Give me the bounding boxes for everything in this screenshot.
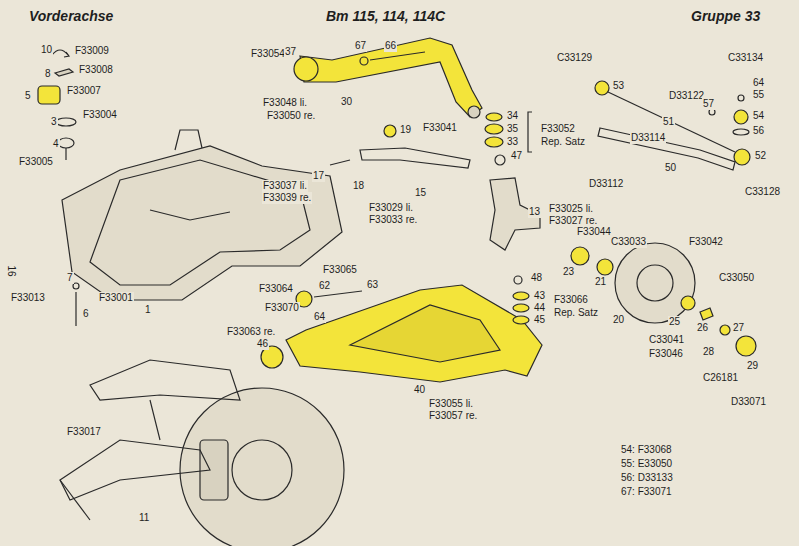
part-label: F33054 [250,48,286,60]
part-label: F33052 [540,123,576,135]
header-text: Gruppe 33 [690,8,761,25]
part-label: F33037 li. [262,180,308,192]
part-label: 56: D33133 [620,472,674,484]
part-label: F33017 [66,426,102,438]
part-label: 51 [662,116,675,128]
part-label: C33033 [610,236,647,248]
part-label: 48 [530,272,543,284]
part-label: 45 [533,314,546,326]
part-label: 23 [562,266,575,278]
part-label: 40 [413,384,426,396]
part-label: 55: E33050 [620,458,673,470]
part-label: D33122 [668,90,705,102]
part-label: 63 [366,279,379,291]
part-label: 57 [702,98,715,110]
part-label: 44 [533,302,546,314]
header-text: Bm 115, 114, 114C [325,8,446,25]
part-label: Rep. Satz [540,136,586,148]
part-label: 18 [352,180,365,192]
part-label: 33 [506,136,519,148]
part-label: 6 [82,308,90,320]
part-label: F33070 [264,302,300,314]
part-label: 56 [752,125,765,137]
part-label: F33064 [258,283,294,295]
part-label: 34 [506,110,519,122]
part-label: 20 [612,314,625,326]
part-label: 37 [284,46,297,58]
page-number: 16 [5,264,17,277]
part-label: 35 [506,123,519,135]
part-label: 53 [612,80,625,92]
page-title: Vorderachse [28,8,114,25]
part-label: Rep. Satz [553,307,599,319]
part-label: 52 [754,150,767,162]
part-label: 3 [50,116,58,128]
part-label: 28 [702,346,715,358]
part-label: D33114 [630,132,666,144]
part-label: F33039 re. [262,192,312,204]
part-label: F33065 [322,264,358,276]
part-label: F33042 [688,236,724,248]
part-label: F33029 li. [368,202,414,214]
part-label: 19 [399,124,412,136]
part-label: F33013 [10,292,46,304]
part-label: 55 [752,89,765,101]
part-label: F33009 [74,45,110,57]
part-label: F33044 [576,226,612,238]
part-label: C26181 [702,372,739,384]
part-label: F33046 [648,348,684,360]
part-label: 64 [313,311,326,323]
part-label: F33055 li. [428,398,474,410]
part-label: 5 [24,90,32,102]
part-label: F33004 [82,109,118,121]
part-label: F33007 [66,85,102,97]
part-label: D33071 [730,396,767,408]
part-label: F33057 re. [428,410,478,422]
part-label: 1 [144,304,152,316]
part-label: F33048 li. [262,97,308,109]
part-label: 17 [312,170,325,182]
part-label: 66 [384,40,397,52]
part-label: 13 [528,206,541,218]
part-label: 11 [138,512,150,524]
part-label: C33041 [648,334,685,346]
part-label: 46 [256,338,269,350]
part-label: 64 [752,77,765,89]
part-label: 7 [66,272,74,284]
part-label: 54: F33068 [620,444,673,456]
part-label: F33025 li. [548,203,594,215]
part-label: 27 [732,322,745,334]
part-label: C33128 [744,186,781,198]
part-label: 67 [354,40,367,52]
part-label: 30 [340,96,353,108]
part-label: F33008 [78,64,114,76]
part-label: F33033 re. [368,214,418,226]
part-label: 29 [746,360,759,372]
part-label: 67: F33071 [620,486,673,498]
part-label: 50 [664,162,677,174]
part-label: 8 [44,68,52,80]
part-label: 4 [52,138,60,150]
part-label: C33129 [556,52,593,64]
part-label: 15 [414,187,427,199]
part-label: D33112 [588,178,624,190]
part-label: C33134 [727,52,764,64]
part-label: F33050 re. [266,110,316,122]
part-label: 21 [594,276,607,288]
part-label: F33063 re. [226,326,276,338]
part-label: 62 [318,280,331,292]
part-label: 25 [668,316,681,328]
part-label: C33050 [718,272,755,284]
part-label: 26 [696,322,709,334]
part-label: F33001 [98,292,134,304]
part-label: F33066 [553,294,589,306]
part-label: 10 [40,44,53,56]
part-label: 47 [510,150,523,162]
part-label: F33005 [18,156,54,168]
part-label: 54 [752,110,765,122]
part-label: F33041 [422,122,458,134]
part-label: 43 [533,290,546,302]
